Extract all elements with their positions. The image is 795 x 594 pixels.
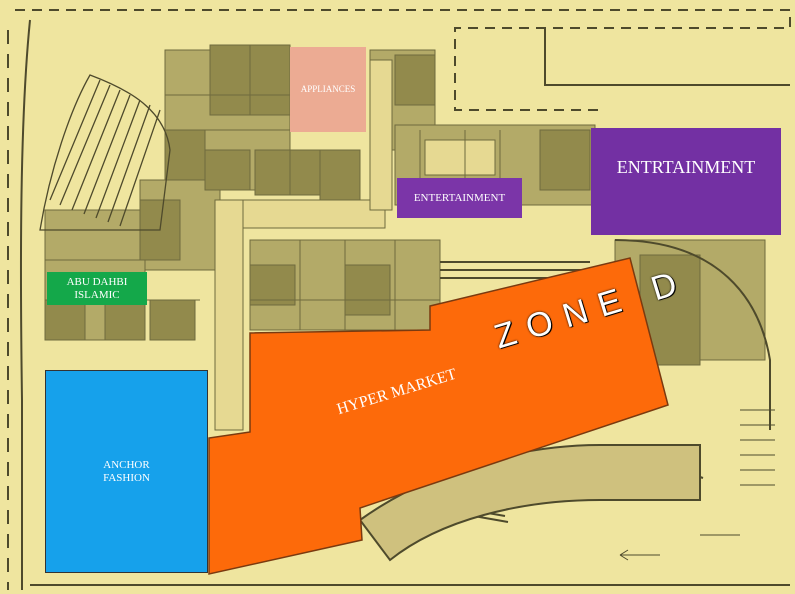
shop-unit: [149, 299, 196, 341]
shop-unit: [249, 44, 291, 116]
shop-unit: [539, 129, 591, 191]
site-road-right: [544, 28, 790, 86]
escalator: [440, 261, 590, 279]
ramp-curve: [614, 239, 771, 430]
site-boundary-dashed: [15, 9, 791, 111]
shop-unit: [204, 149, 251, 191]
corridor: [369, 59, 393, 211]
shop-unit: [289, 149, 321, 196]
appliances-label: APPLIANCES: [300, 84, 356, 95]
entertainment-large-label: ENTRTAINMENT: [616, 157, 756, 178]
anchor-fashion-label: ANCHOR FASHION: [103, 458, 150, 484]
shop-unit: [254, 149, 291, 196]
shop-unit: [209, 44, 251, 116]
corridor: [214, 199, 244, 431]
entertainment-small-label: ENTERTAINMENT: [413, 191, 506, 204]
shop-unit: [394, 54, 436, 106]
shop-unit: [44, 299, 86, 341]
access-ramp: [358, 444, 701, 562]
shop-unit: [249, 264, 296, 306]
abu-dhabi-islamic-label: ABU DAHBI ISLAMIC: [66, 275, 128, 301]
entertainment-zone-small[interactable]: ENTERTAINMENT: [397, 178, 522, 218]
shop-unit: [319, 149, 361, 201]
site-curve-left: [19, 19, 31, 590]
shop-unit: [164, 129, 206, 181]
anchor-fashion-zone[interactable]: ANCHOR FASHION: [45, 370, 208, 573]
terrace-outline: [39, 74, 171, 231]
parking-bays: [740, 409, 775, 486]
shop-unit: [344, 264, 391, 316]
corridor: [424, 139, 496, 176]
appliances-zone[interactable]: APPLIANCES: [290, 47, 366, 132]
entertainment-zone-large[interactable]: ENTRTAINMENT: [591, 128, 781, 235]
shop-unit: [104, 299, 146, 341]
circulation-arrows: [619, 534, 740, 561]
terrace-steps: [49, 79, 161, 227]
abu-dhabi-islamic-zone[interactable]: ABU DAHBI ISLAMIC: [47, 272, 147, 305]
